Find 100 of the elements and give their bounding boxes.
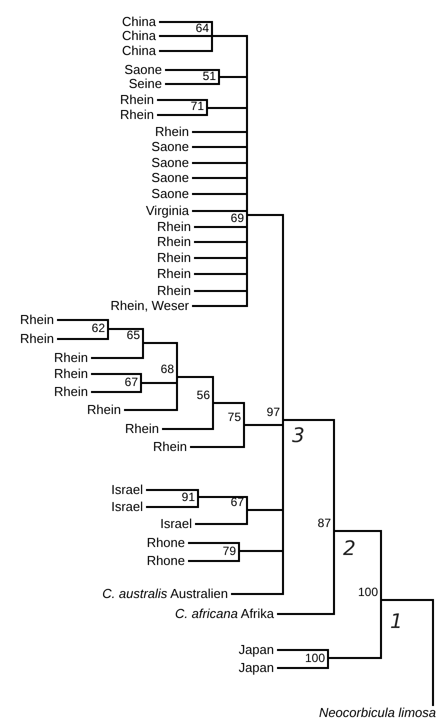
taxon-label: Rhein	[54, 384, 88, 400]
branch-line	[192, 193, 247, 195]
taxon-label: China	[122, 28, 156, 44]
taxon-label: Rhein	[20, 331, 54, 347]
branch-line	[177, 376, 213, 378]
taxon-label: Rhein	[157, 219, 191, 235]
taxon-label: Saone	[151, 170, 189, 186]
branch-line	[194, 257, 247, 259]
branch-line	[207, 107, 247, 109]
taxon-label: Rhein	[20, 312, 54, 328]
bootstrap-value: 69	[230, 212, 244, 224]
bootstrap-value: 62	[92, 323, 105, 334]
taxon-label: Rhein	[87, 402, 121, 418]
taxon-label: Israel	[111, 482, 143, 498]
taxon-label: Rhein	[153, 439, 187, 455]
taxon-label: Rhone	[146, 553, 185, 569]
branch-line	[334, 530, 381, 532]
taxon-label: Rhein	[157, 250, 191, 266]
branch-line	[124, 409, 177, 411]
branch-line	[198, 496, 247, 498]
branch-line	[192, 131, 247, 133]
branch-line	[157, 99, 207, 101]
bootstrap-value: 65	[126, 330, 140, 340]
branch-line	[194, 290, 247, 292]
branch-line	[277, 667, 328, 669]
branch-line	[141, 382, 177, 384]
bootstrap-value: 68	[160, 364, 174, 374]
branch-line	[239, 550, 283, 552]
branch-line	[283, 419, 334, 421]
branch-line	[219, 76, 247, 78]
branch-line	[91, 391, 141, 393]
branch-line	[192, 305, 247, 307]
taxon-label: China	[122, 14, 156, 30]
branch-line	[192, 210, 247, 212]
taxon-label: Rhein	[157, 234, 191, 250]
bootstrap-value: 71	[190, 101, 204, 112]
taxon-label: Japan	[238, 660, 274, 676]
bootstrap-value: 79	[222, 546, 236, 556]
bootstrap-value: 51	[202, 70, 216, 82]
bootstrap-value: 64	[196, 22, 209, 34]
branch-line	[213, 402, 244, 404]
branch-line	[146, 506, 198, 508]
bootstrap-value: 91	[182, 492, 195, 503]
bootstrap-value: 75	[228, 412, 241, 422]
branch-line	[194, 241, 247, 243]
taxon-label: Saone	[151, 186, 189, 202]
branch-line	[159, 35, 212, 37]
branch-line	[212, 35, 247, 37]
branch-line	[57, 319, 108, 321]
taxon-label: Neocorbicula limosa	[318, 705, 436, 721]
taxon-label: Rhein	[157, 266, 191, 282]
taxon-label: Rhone	[146, 535, 185, 551]
taxon-label: Rhein	[120, 107, 154, 123]
taxon-label: Rhein	[54, 350, 88, 366]
taxon-label: Saone	[124, 62, 162, 78]
taxon-label: Israel	[160, 516, 192, 532]
branch-line	[159, 21, 212, 23]
branch-line	[328, 657, 381, 659]
branch-line	[157, 114, 207, 116]
taxon-label: Rhein	[125, 421, 159, 437]
branch-line	[57, 338, 108, 340]
branch-line	[192, 162, 247, 164]
taxon-label: Israel	[111, 499, 143, 515]
branch-line	[244, 424, 283, 426]
clade-number: 1	[390, 611, 403, 631]
branch-line	[165, 83, 219, 85]
bootstrap-value: 100	[304, 652, 325, 664]
branch-line	[192, 177, 247, 179]
branch-line	[194, 273, 247, 275]
branch-line	[231, 593, 283, 595]
taxon-label: China	[122, 43, 156, 59]
branch-line	[188, 560, 239, 562]
taxon-label: Rhein	[155, 124, 189, 140]
branch-line	[192, 146, 247, 148]
bootstrap-value: 97	[266, 406, 280, 418]
taxon-label: Japan	[238, 642, 274, 658]
bootstrap-value: 67	[124, 376, 138, 388]
branch-line	[159, 50, 212, 52]
taxon-label: Saone	[151, 139, 189, 155]
taxon-label: Rhein	[157, 283, 191, 299]
branch-line	[108, 328, 143, 330]
bootstrap-value: 67	[230, 496, 244, 508]
clade-number: 3	[292, 425, 305, 445]
bootstrap-value: 100	[358, 586, 378, 598]
branch-line	[165, 69, 219, 71]
branch-line	[247, 509, 283, 511]
bootstrap-value: 56	[196, 390, 210, 400]
branch-line	[188, 542, 239, 544]
branch-line	[277, 613, 334, 615]
branch-line	[381, 599, 433, 601]
taxon-label: C. australis Australien	[102, 586, 228, 602]
branch-line	[162, 428, 213, 430]
taxon-label: Virginia	[146, 203, 189, 219]
branch-line	[195, 523, 247, 525]
branch-line	[143, 342, 177, 344]
branch-line	[91, 357, 143, 359]
branch-line	[91, 373, 141, 375]
branch-line	[146, 489, 198, 491]
clade-number: 2	[343, 538, 356, 558]
taxon-label: Saone	[151, 155, 189, 171]
